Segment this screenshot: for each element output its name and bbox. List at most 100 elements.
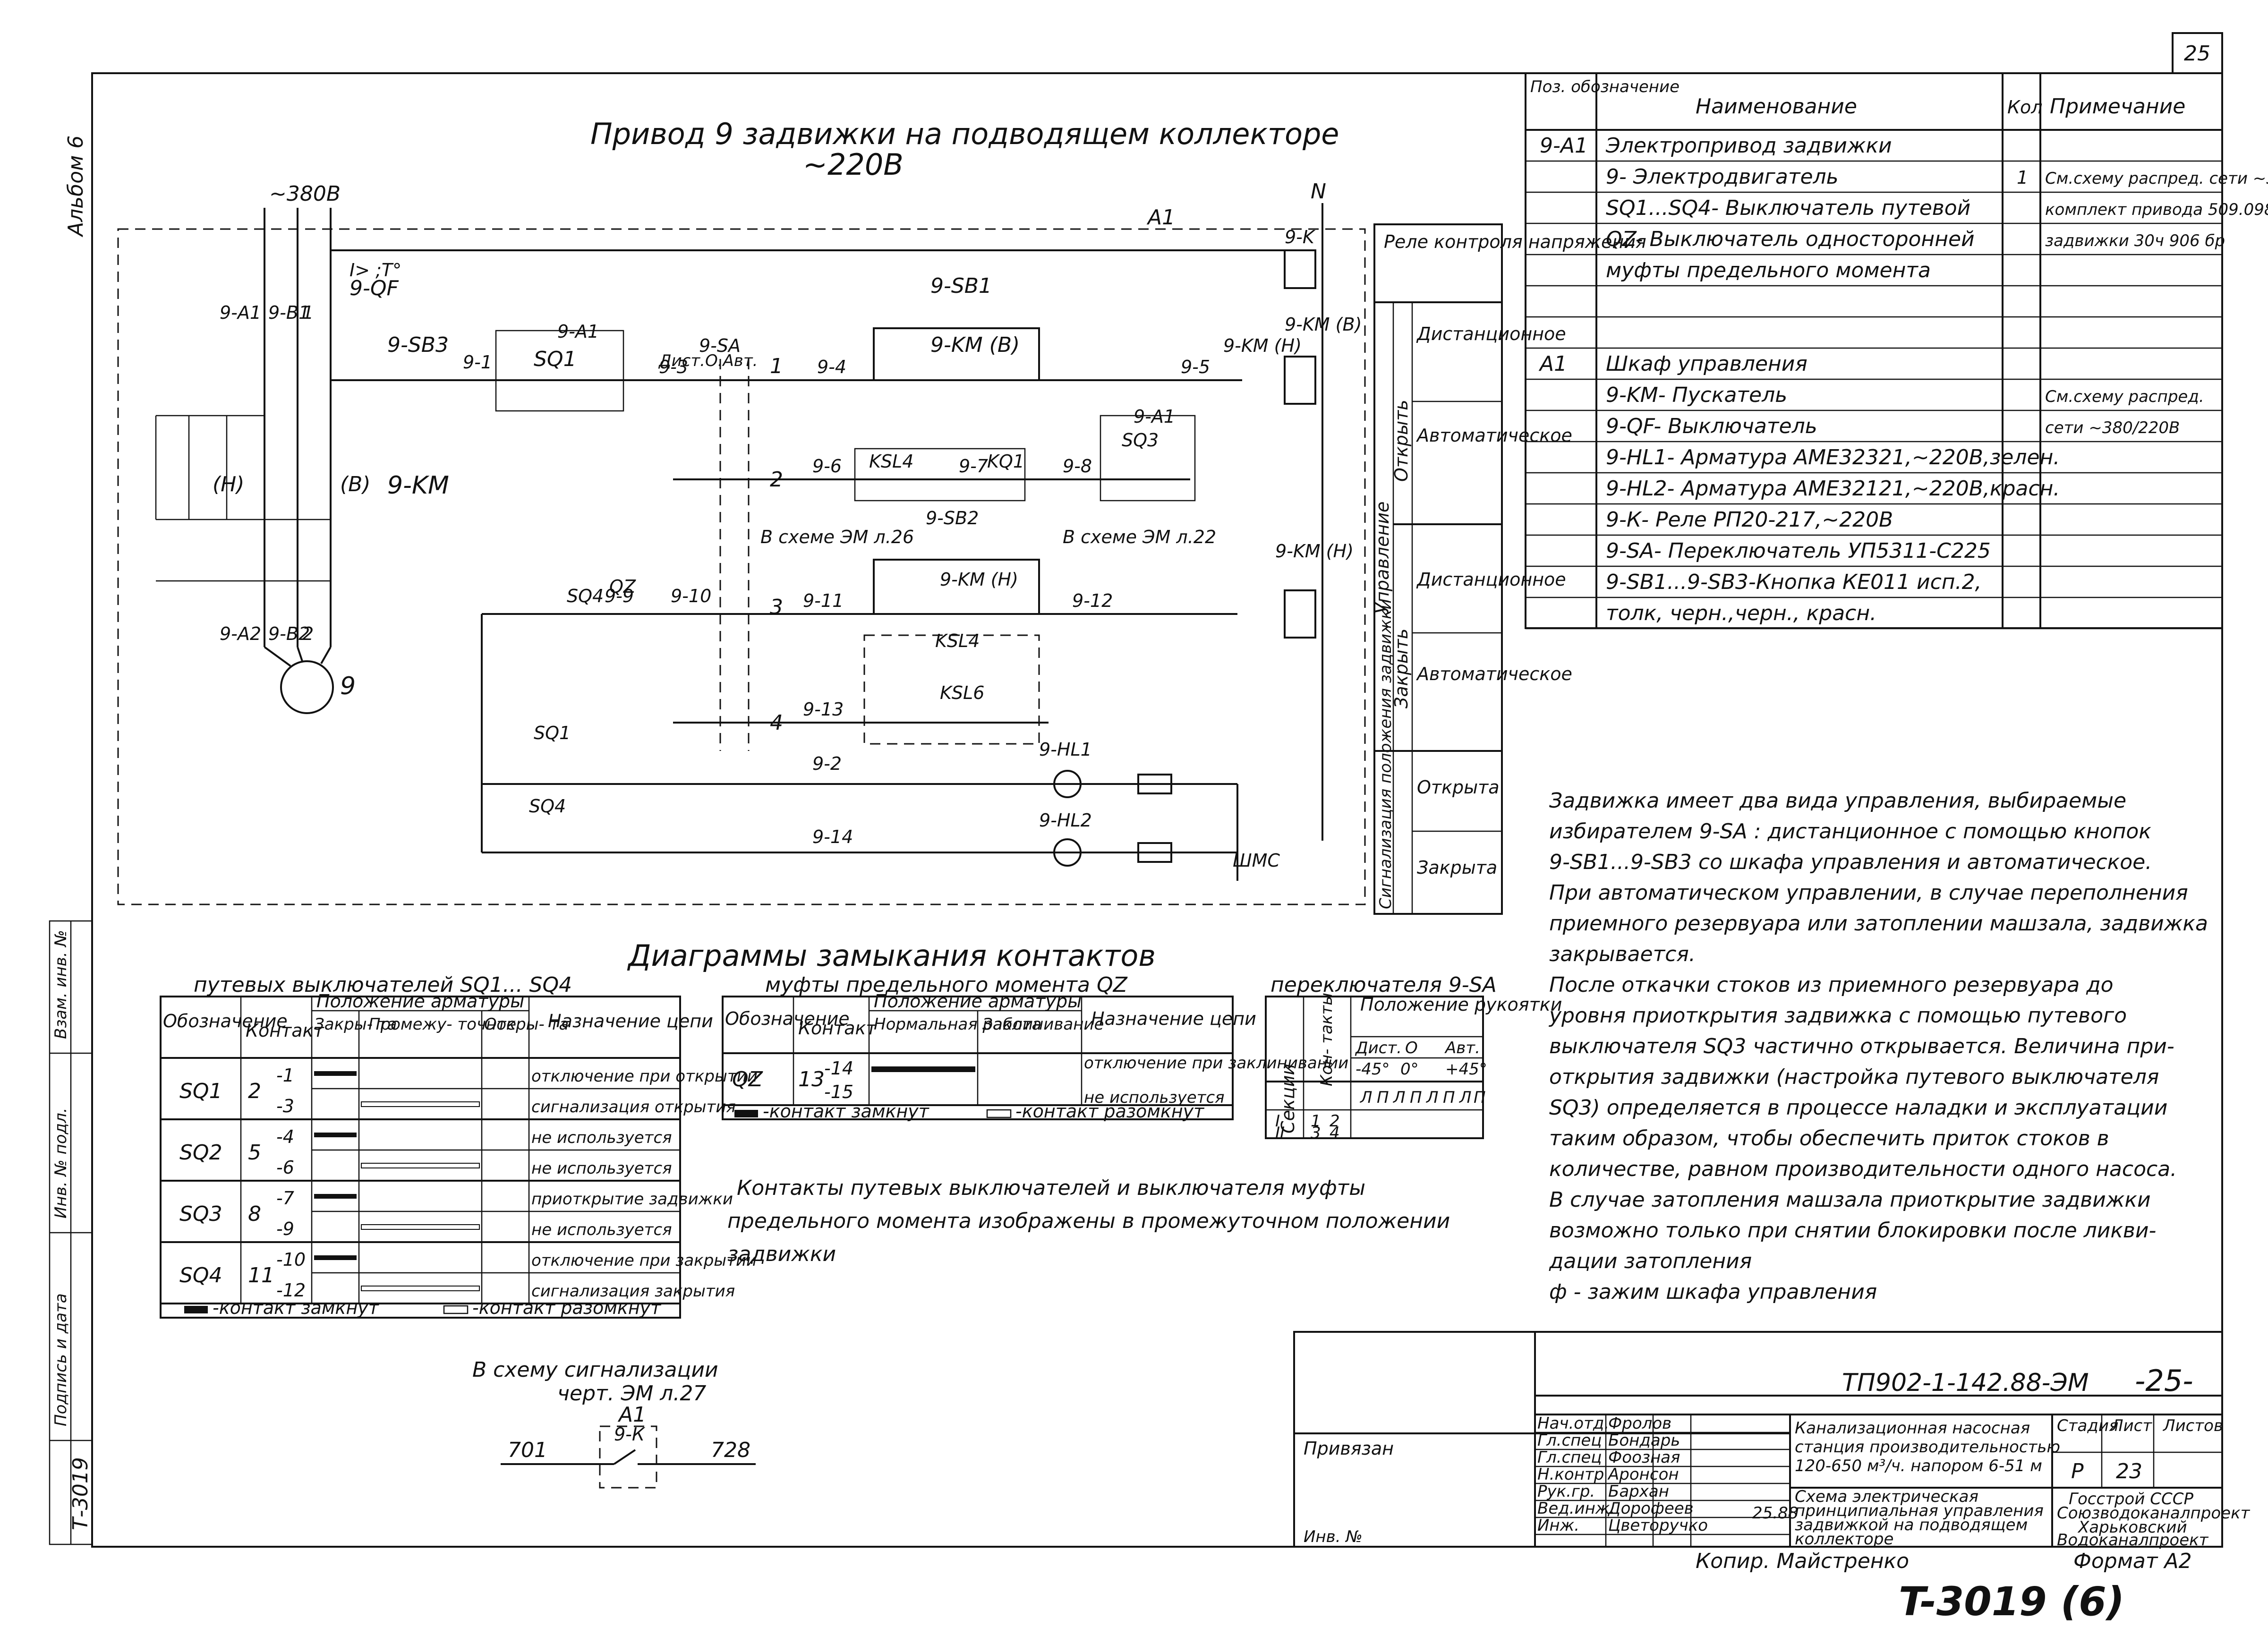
spec-note: задвижки 30ч 906 бр <box>2045 231 2225 250</box>
schematic: Привод 9 задвижки на подводящем коллекто… <box>117 117 1366 905</box>
ref-22: В схеме ЭМ л.22 <box>1063 527 1216 547</box>
cabinet-a1-label: A1 <box>1146 205 1175 230</box>
a1-switch-label: 9-A1 <box>557 321 599 342</box>
stamp-item: Т-3019 <box>68 1457 93 1530</box>
left-stamp: Инв. № подл. Подпись и дата Взам. инв. №… <box>49 920 93 1545</box>
km-b-contact: 9-KM (В) <box>930 333 1020 357</box>
t1-pin: -10 <box>276 1249 306 1270</box>
t3-sub: П <box>1443 1088 1455 1107</box>
tb-role: Инж. <box>1537 1516 1579 1535</box>
coil-km-b <box>1284 356 1316 405</box>
spec-name: 9-HL2- Арматура АМЕ32121,~220В,красн. <box>1606 477 2060 501</box>
note-line: выключателя SQ3 частично открывается. Ве… <box>1549 1034 2174 1058</box>
node-label: 9-7 <box>959 456 988 477</box>
tb-name: Аронсон <box>1607 1465 1679 1484</box>
copied-by: Копир. Майстренко <box>1696 1549 1909 1573</box>
node-label: 9-2 <box>812 753 842 774</box>
terminal-label: 9-B1 <box>268 302 310 323</box>
node-label: 9-8 <box>1063 456 1092 477</box>
spec-note: См.схему распред. <box>2045 387 2204 406</box>
spec-name: 9-SB1...9-SB3-Кнопка КЕ011 исп.2, <box>1606 570 1982 594</box>
spec-name: Шкаф управления <box>1606 352 1808 376</box>
neutral-label: N <box>1311 179 1326 204</box>
org: Союзводоканалпроект <box>2057 1504 2251 1523</box>
spec-pos: A1 <box>1538 352 1567 376</box>
t1-des: SQ2 <box>179 1141 222 1165</box>
spec-name: SQ1...SQ4- Выключатель путевой <box>1606 196 1970 220</box>
sheet-title: коллекторе <box>1795 1530 1893 1549</box>
panel-row: Открыта <box>1417 777 1500 798</box>
motor-label: 9 <box>340 672 356 700</box>
panel-row: Закрыта <box>1417 857 1497 878</box>
t1-open-bar <box>361 1224 480 1230</box>
note-line: дации затопления <box>1549 1249 1752 1273</box>
privyazan: Привязан <box>1304 1438 1394 1459</box>
t1-legend-open: -контакт разомкнут <box>472 1297 662 1318</box>
sa-contact: 3 <box>770 595 783 619</box>
node-label: 9-4 <box>817 357 846 377</box>
sheet-no: 23 <box>2116 1459 2142 1483</box>
contacts-note: предельного момента изображены в промежу… <box>727 1209 1450 1233</box>
legend-open-swatch <box>443 1305 469 1314</box>
spec-pos: 9-A1 <box>1540 134 1588 158</box>
ksl4-label: KSL4 <box>869 451 913 472</box>
t3-sub: П <box>1410 1088 1422 1107</box>
terminal-label: 9-A1 <box>220 302 261 323</box>
spec-header: Наименование <box>1696 94 1857 119</box>
terminal-label: 2 <box>302 623 314 644</box>
t2-header: Назначение цепи <box>1091 1008 1256 1029</box>
spec-note: сети ~380/220В <box>2045 418 2180 437</box>
t1-header: Откры- та <box>484 1015 569 1034</box>
supply-voltage: ~380В <box>269 182 341 206</box>
note-line: закрывается. <box>1549 942 1696 966</box>
t1-pin: -7 <box>276 1188 294 1209</box>
t2-header: Обозначение <box>725 1008 850 1029</box>
ksl4-label-2: KSL4 <box>935 631 980 651</box>
tb-role: Рук.гр. <box>1537 1482 1595 1501</box>
tb-name: Дорофеев <box>1607 1499 1694 1518</box>
inv-label: Инв. № <box>1304 1527 1363 1546</box>
org: Госстрой СССР <box>2069 1490 2193 1508</box>
panel-group: Закрыть <box>1391 629 1412 708</box>
tb-role: Нач.отд. <box>1537 1414 1609 1433</box>
signal-right: 728 <box>711 1438 750 1462</box>
function-side-panel: Реле контроля напряжения Управление Откр… <box>1372 223 1646 915</box>
t1-pin: -9 <box>276 1218 294 1239</box>
node-label: 9-3 <box>659 357 688 377</box>
panel-row: Дистанционное <box>1416 324 1566 344</box>
a1-sq3-label: 9-A1 <box>1134 406 1175 427</box>
t1-closed-bar <box>314 1194 357 1199</box>
hl2-label: 9-HL2 <box>1039 810 1092 831</box>
t1-pin: -4 <box>276 1126 294 1147</box>
t2-pin: -14 <box>824 1058 853 1079</box>
spec-header: Кол <box>2007 97 2043 118</box>
panel-group: Сигнализация положения задвижки <box>1376 599 1395 909</box>
page-number: 25 <box>2184 42 2210 66</box>
t1-purpose: не используется <box>531 1128 672 1147</box>
sheet-header: Лист <box>2110 1416 2152 1435</box>
km-h-label: 9-KM (Н) <box>1223 335 1302 356</box>
t3-header: О <box>1405 1039 1418 1057</box>
spec-name: 9-HL1- Арматура АМЕ32321,~220В,зелен. <box>1606 445 2060 469</box>
org: Водоканалпроект <box>2057 1531 2209 1550</box>
t1-closed-bar <box>314 1255 357 1260</box>
note-line: ф - зажим шкафа управления <box>1549 1280 1877 1304</box>
stamp-item: Подпись и дата <box>51 1293 70 1426</box>
note-line: уровня приоткрытия задвижка с помощью пу… <box>1548 1004 2127 1028</box>
node-label: 9-11 <box>803 590 844 611</box>
panel-group: Открыть <box>1391 400 1412 482</box>
stamp-item: Инв. № подл. <box>51 1108 70 1218</box>
sheet-title: принципиальная управления <box>1795 1501 2044 1520</box>
tb-role: Н.контр <box>1537 1465 1604 1484</box>
node-label: 9-9 <box>605 586 634 606</box>
ref-26: В схеме ЭМ л.26 <box>760 527 914 547</box>
panel-header: Реле контроля напряжения <box>1384 231 1646 252</box>
node-label: 9-12 <box>1072 590 1113 611</box>
spec-name: 9- Электродвигатель <box>1606 165 1839 189</box>
t1-open-bar <box>361 1101 480 1107</box>
sheet-frame <box>91 72 2223 1548</box>
node-label: 9-6 <box>812 456 842 477</box>
sheet-title: Схема электрическая <box>1795 1487 1978 1506</box>
note-line: 9-SB1...9-SB3 со шкафа управления и авто… <box>1549 850 2152 874</box>
t3-angle: +45° <box>1445 1060 1487 1079</box>
